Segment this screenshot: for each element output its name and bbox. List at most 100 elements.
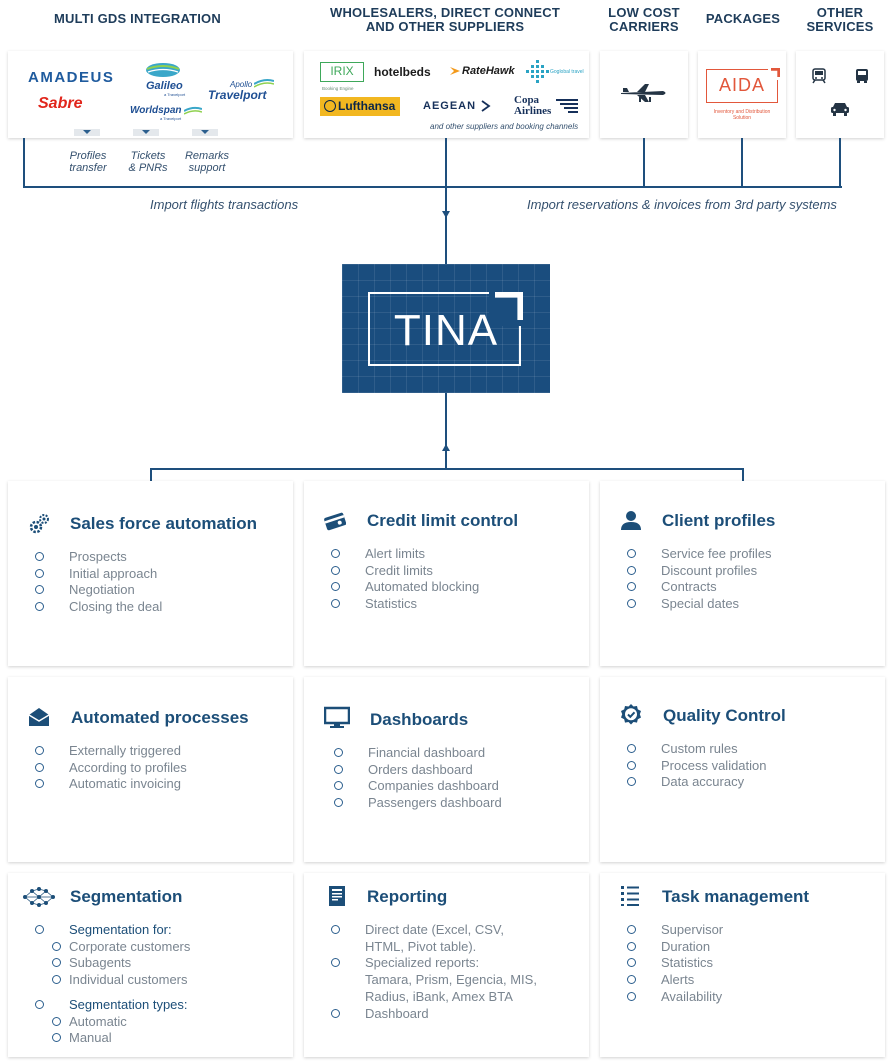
connector-bottom-right — [742, 468, 744, 482]
card-title: Automated processes — [71, 708, 249, 727]
list-item: Subagents — [35, 955, 190, 972]
list-item: Automated blocking — [331, 579, 479, 596]
connector-other-vertical — [839, 138, 841, 188]
list-item: Manual — [35, 1030, 190, 1047]
bus-icon — [856, 69, 868, 83]
list-item: Automatic invoicing — [35, 776, 187, 793]
suppliers-panel: IRIX Booking Engine hotelbeds RateHawk G… — [304, 51, 589, 138]
list-item: Statistics — [331, 596, 479, 613]
travelport-logo: Travelport — [208, 88, 267, 102]
card-reporting: Reporting Direct date (Excel, CSV, HTML,… — [304, 873, 589, 1057]
card-items: Alert limits Credit limits Automated blo… — [331, 546, 479, 613]
arrow-into-tina-bottom — [442, 444, 450, 451]
list-item: Externally triggered — [35, 743, 187, 760]
worldspan-logo: Worldspan — [130, 105, 182, 116]
list-item: Orders dashboard — [334, 762, 502, 779]
list-item: Process validation — [627, 758, 767, 775]
card-items: Externally triggered According to profil… — [35, 743, 187, 793]
apollo-logo: Apollo — [230, 80, 253, 89]
ratehawk-logo: RateHawk — [462, 65, 515, 77]
amadeus-logo: amadeus — [28, 69, 115, 86]
list-item: Availability — [627, 989, 723, 1006]
card-title: Segmentation — [70, 887, 183, 906]
other-services-panel — [796, 51, 884, 138]
list-item-heading: Segmentation types: — [35, 997, 190, 1014]
card-sales-force: Sales force automation Prospects Initial… — [8, 481, 293, 666]
list-item: Passengers dashboard — [334, 795, 502, 812]
aida-logo: AIDA — [706, 69, 778, 103]
connector-left-vertical — [23, 138, 25, 188]
card-items: Segmentation for: Corporate customers Su… — [35, 922, 190, 1047]
list-item: Discount profiles — [627, 563, 772, 580]
header-gds: MULTI GDS INTEGRATION — [54, 11, 221, 26]
ratehawk-mark-icon — [450, 67, 460, 75]
copa-mark-icon — [556, 99, 578, 113]
credit-card-icon — [324, 512, 346, 531]
tina-corner-icon — [489, 292, 523, 326]
list-item: Special dates — [627, 596, 772, 613]
card-items: Custom rules Process validation Data acc… — [627, 741, 767, 791]
galileo-sub: a Travelport — [164, 92, 186, 97]
import-flights-label: Import flights transactions — [150, 197, 299, 212]
train-icon — [812, 68, 826, 84]
connector-suppliers-vertical — [445, 138, 447, 264]
user-icon — [621, 511, 641, 530]
card-items: Financial dashboard Orders dashboard Com… — [334, 745, 502, 812]
gds-panel: amadeus Sabre Galileo a Travelport World… — [8, 51, 293, 138]
sabre-logo: Sabre — [38, 95, 83, 112]
aegean-mark-icon — [481, 100, 491, 112]
list-item: Initial approach — [35, 566, 162, 583]
card-quality-control: Quality Control Custom rules Process val… — [600, 677, 885, 862]
card-title: Quality Control — [663, 706, 786, 725]
list-item: Negotiation — [35, 582, 162, 599]
gds-feature-tickets: Tickets& PNRs — [128, 150, 168, 174]
list-item: Duration — [627, 939, 723, 956]
connector-lowcost-vertical — [643, 138, 645, 188]
card-client-profiles: Client profiles Service fee profiles Dis… — [600, 481, 885, 666]
travelport-swoosh-icon — [254, 79, 274, 88]
list-item: Contracts — [627, 579, 772, 596]
envelope-icon — [28, 708, 50, 726]
list-item: Automatic — [35, 1014, 190, 1031]
list-item-heading: Segmentation for: — [35, 922, 190, 939]
irix-sub: Booking Engine — [322, 86, 354, 91]
list-item-continuation: Tamara, Prism, Egencia, MIS, — [365, 972, 537, 988]
aida-corner-icon — [768, 68, 780, 80]
copa-text-1: Copa — [514, 94, 540, 106]
card-task-management: Task management Supervisor Duration Stat… — [600, 873, 885, 1057]
lufthansa-text: Lufthansa — [338, 99, 396, 113]
badge-check-icon — [621, 704, 641, 725]
aegean-logo: AEGEAN — [423, 100, 477, 112]
worldspan-swoosh-icon — [184, 106, 202, 115]
list-item: Custom rules — [627, 741, 767, 758]
task-list-icon — [621, 886, 639, 906]
connector-packages-vertical — [741, 138, 743, 188]
list-item: Credit limits — [331, 563, 479, 580]
card-automated-processes: Automated processes Externally triggered… — [8, 677, 293, 862]
list-item: Specialized reports: — [331, 955, 537, 972]
card-title: Task management — [662, 887, 810, 906]
card-title: Credit limit control — [367, 511, 519, 530]
monitor-icon — [324, 706, 350, 728]
lufthansa-crane-icon — [324, 100, 336, 112]
irix-logo: IRIX — [320, 62, 364, 82]
connector-top-horizontal — [23, 186, 842, 188]
card-credit-limit: Credit limit control Alert limits Credit… — [304, 481, 589, 666]
card-title: Dashboards — [370, 710, 469, 729]
gds-feature-arrow-3 — [192, 129, 218, 136]
list-item: Data accuracy — [627, 774, 767, 791]
list-item: Corporate customers — [35, 939, 190, 956]
tina-label: TINA — [393, 306, 499, 355]
gds-feature-arrow-2 — [133, 129, 159, 136]
copa-text-2: Airlines — [514, 105, 552, 117]
copa-logo: Copa Airlines — [514, 95, 551, 117]
goglobal-logo: Goglobal travel — [550, 69, 584, 75]
goglobal-mark-icon — [526, 60, 549, 83]
gears-icon — [29, 514, 49, 534]
network-icon — [23, 887, 55, 907]
hotelbeds-logo: hotelbeds — [374, 65, 431, 79]
packages-panel: AIDA Inventory and Distribution Solution — [698, 51, 786, 138]
